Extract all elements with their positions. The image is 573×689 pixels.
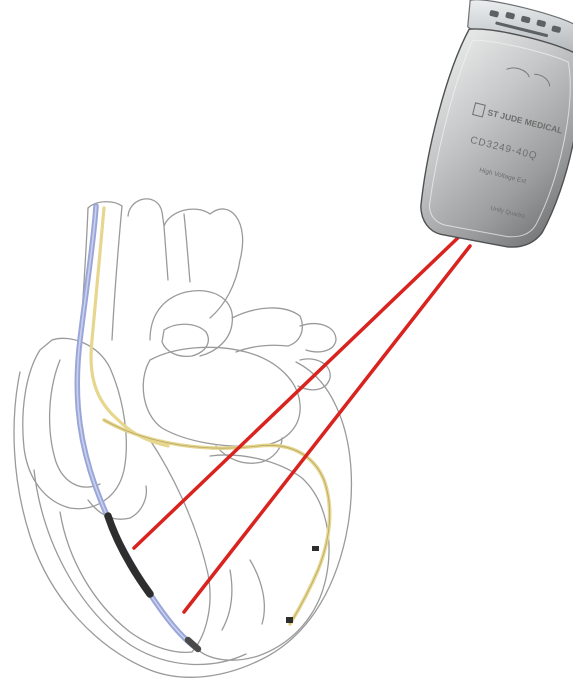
interventricular-septum [150, 440, 210, 652]
rv-tip-electrode [188, 640, 198, 649]
coronary-sinus-lead-edge [104, 420, 330, 624]
left-pulmonary-artery [232, 308, 302, 352]
shock-coil [108, 516, 150, 594]
atrial-lead [91, 208, 168, 446]
connector-lines [134, 232, 470, 612]
aorta-branches [164, 214, 190, 282]
lead-wires [77, 206, 329, 649]
implanted-device-icon: ST JUDE MEDICAL CD3249-40Q High Voltage … [410, 0, 573, 260]
epicardium-inner [34, 470, 246, 664]
lv-tip-electrode [286, 617, 293, 623]
connector-line-tip [184, 246, 470, 612]
right-ventricular-lead [77, 206, 196, 648]
lv-electrode-ring [312, 546, 319, 551]
papillary-muscle [222, 560, 264, 630]
right-ventricle-wall [60, 512, 192, 652]
connector-line-coil [134, 232, 464, 548]
aortic-valve-ring [162, 324, 208, 356]
right-ventricular-lead-highlight [77, 206, 196, 648]
heart-outline [14, 362, 351, 677]
pulmonary-veins [298, 324, 336, 390]
pulmonary-trunk [150, 291, 232, 356]
left-atrium [143, 347, 300, 446]
left-ventricle-wall [196, 455, 329, 660]
